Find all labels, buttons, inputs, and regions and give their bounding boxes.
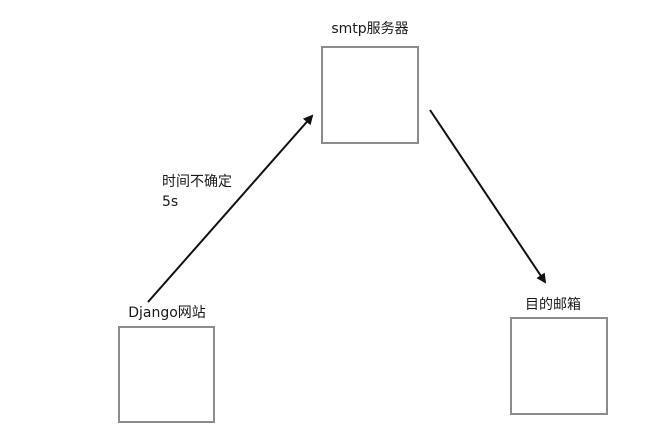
destination-mailbox-box: [510, 317, 608, 415]
smtp-server-label: smtp服务器: [331, 21, 408, 37]
node-smtp-server: smtp服务器: [321, 21, 419, 144]
destination-mailbox-label: 目的邮箱: [525, 297, 581, 313]
node-django-site: Django网站: [118, 305, 215, 423]
arrow-django-to-smtp: [147, 114, 314, 303]
arrow-smtp-to-mailbox: [429, 109, 547, 284]
smtp-server-box: [321, 46, 419, 144]
django-site-label: Django网站: [128, 305, 206, 321]
edge-label-time-uncertain: 时间不确定: [162, 174, 232, 190]
node-destination-mailbox: 目的邮箱: [510, 297, 608, 415]
edge-django-to-smtp: 时间不确定 5s: [147, 114, 314, 303]
edge-label-duration: 5s: [162, 194, 178, 210]
django-site-box: [118, 326, 215, 423]
edge-smtp-to-mailbox: [429, 109, 547, 284]
